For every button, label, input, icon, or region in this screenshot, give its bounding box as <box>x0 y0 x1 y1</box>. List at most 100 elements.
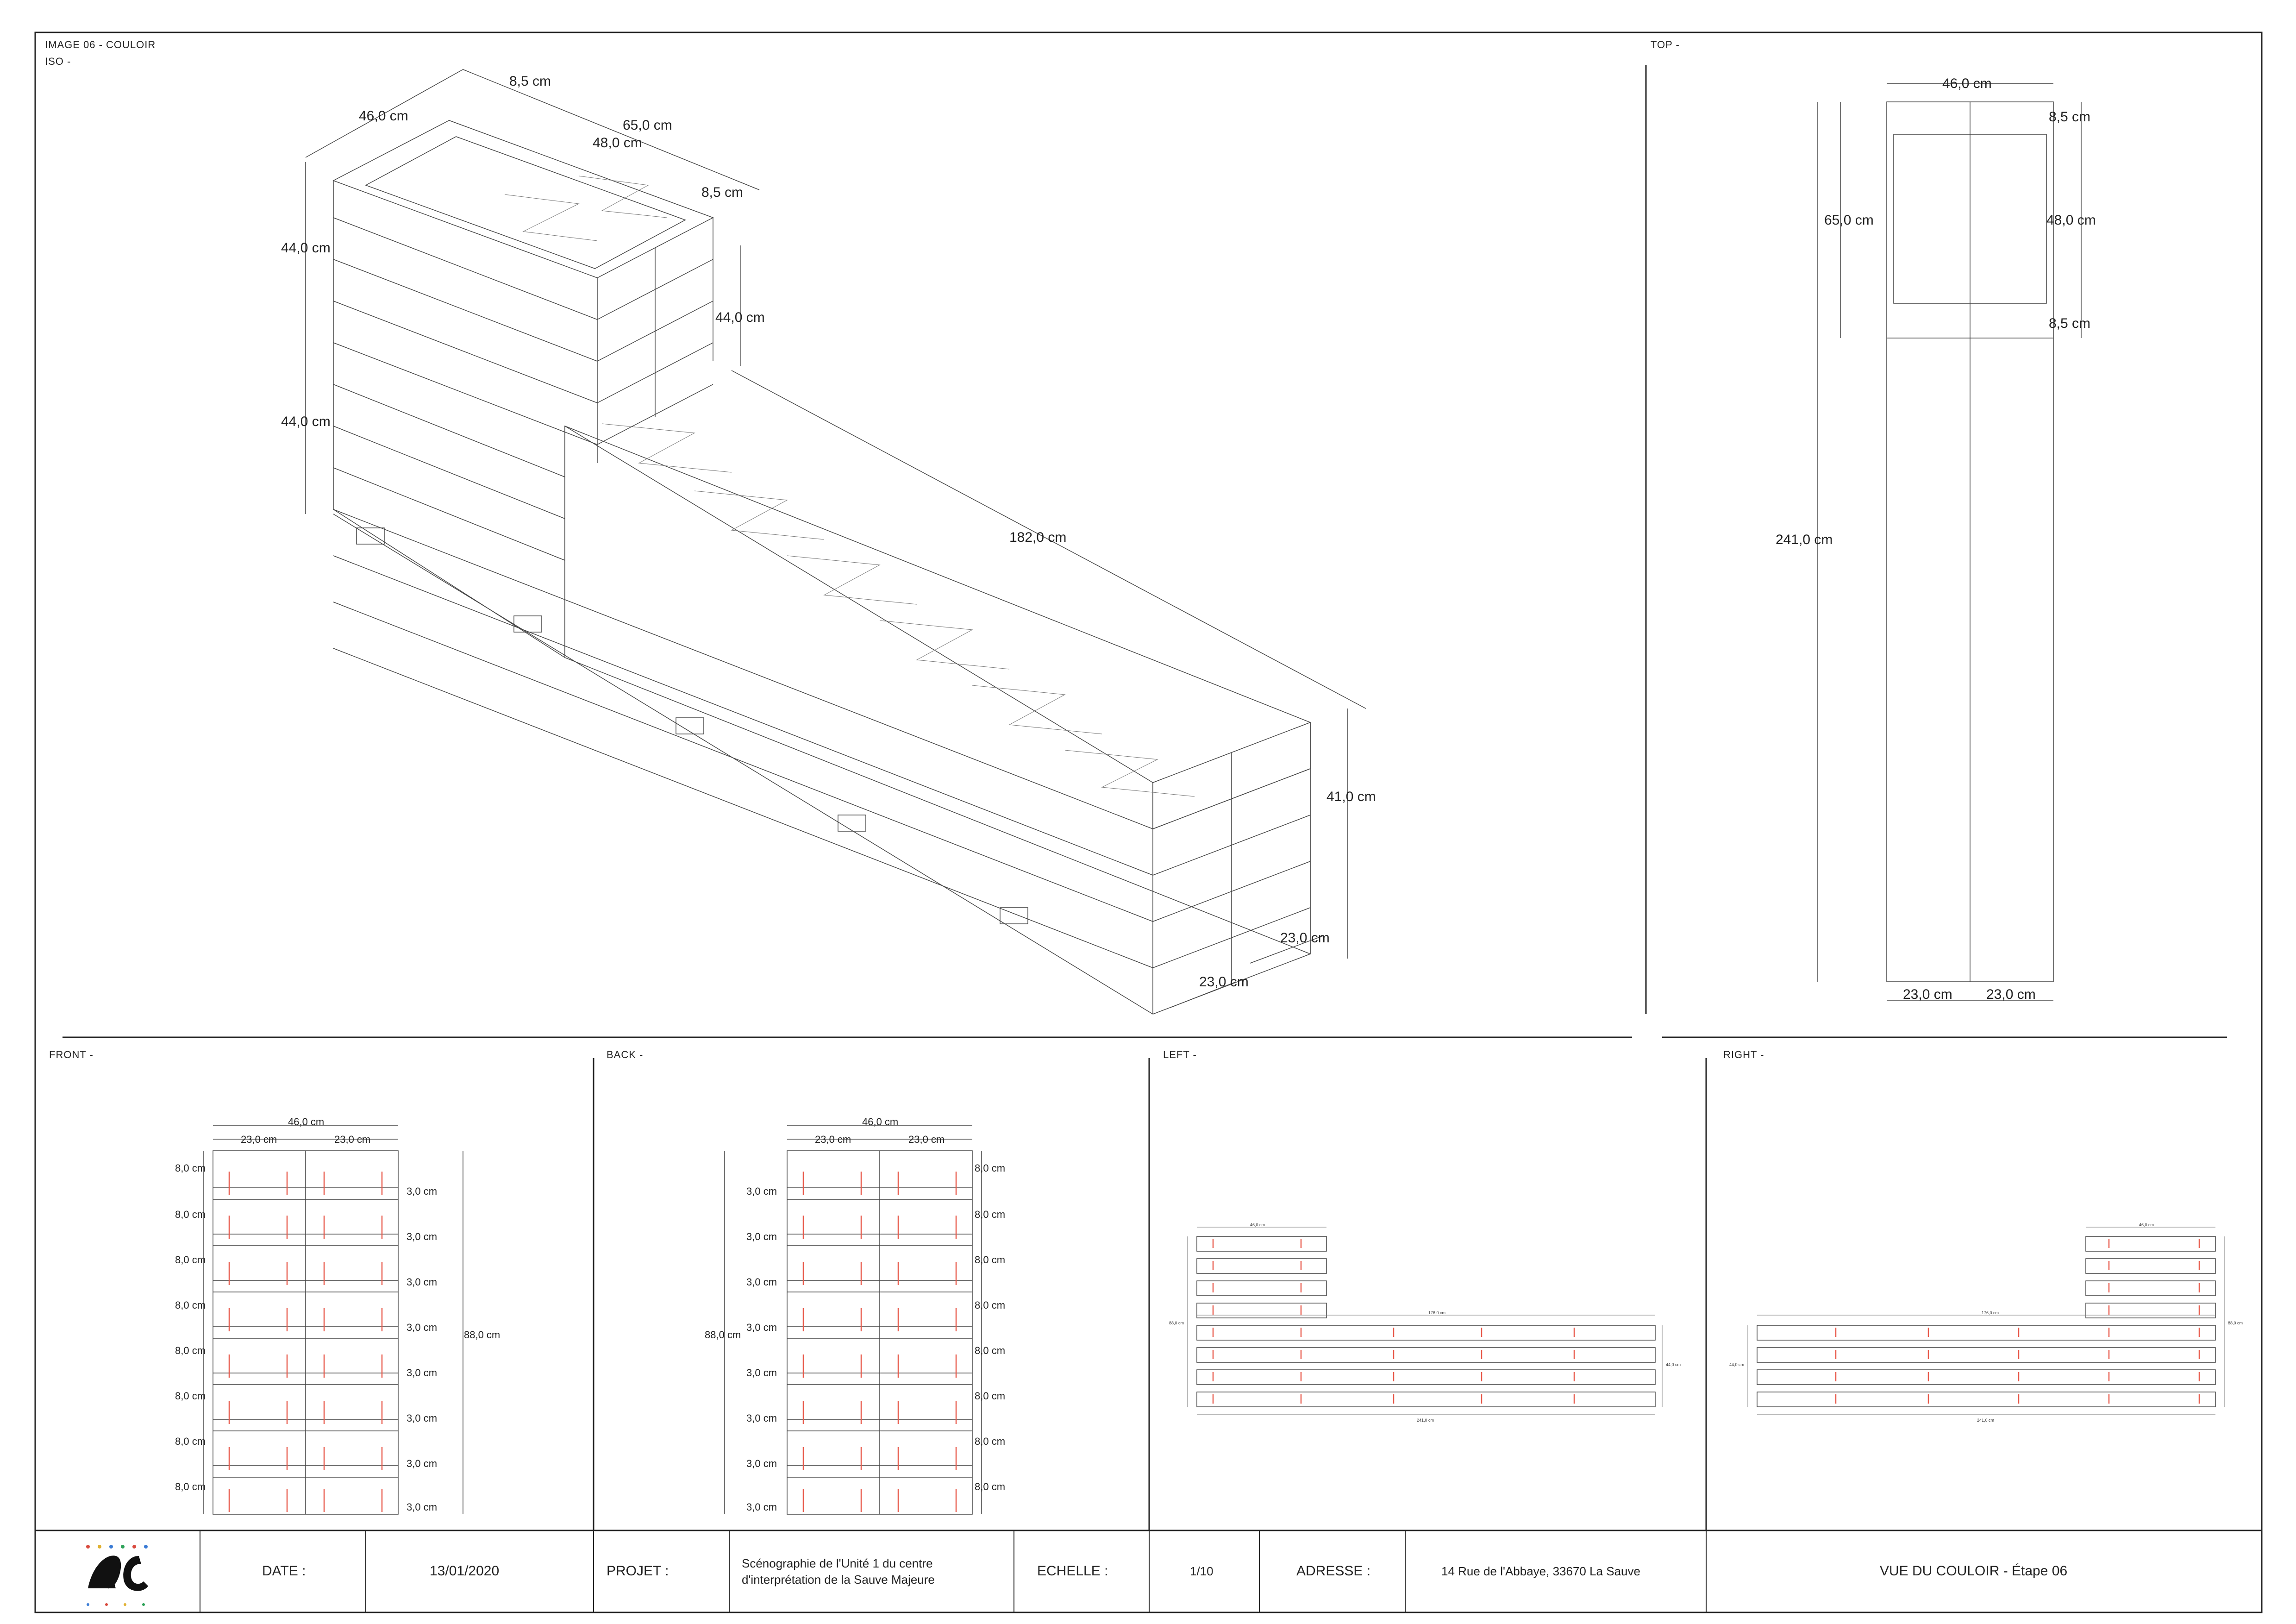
back-dim-gap-5: 3,0 cm <box>746 1367 777 1379</box>
image-title: IMAGE 06 - COULOIR <box>45 39 156 50</box>
iso-dim-width-23-a: 23,0 cm <box>1280 930 1330 946</box>
back-dim-gap-3: 3,0 cm <box>746 1276 777 1288</box>
iso-dim-height-44-a: 44,0 cm <box>281 240 331 256</box>
left-dim-bench-length: 176,0 cm <box>1428 1310 1445 1315</box>
back-dim-row-1: 8,0 cm <box>975 1162 1005 1174</box>
front-dim-row-5: 8,0 cm <box>175 1345 206 1356</box>
iso-view: 46,0 cm 8,5 cm 65,0 cm 48,0 cm 8,5 cm 44… <box>281 69 1376 1015</box>
front-view: 46,0 cm 23,0 cm 23,0 cm 88,0 cm 8,0 cm 8… <box>175 1116 500 1515</box>
back-dim-gap-2: 3,0 cm <box>746 1231 777 1242</box>
front-dim-gap-7: 3,0 cm <box>407 1458 437 1469</box>
project-line-2: d'interprétation de la Sauve Majeure <box>742 1573 935 1586</box>
back-dim-gap-7: 3,0 cm <box>746 1458 777 1469</box>
back-screws <box>802 1172 957 1512</box>
left-view-label: LEFT - <box>1163 1049 1197 1060</box>
front-dim-row-1: 8,0 cm <box>175 1162 206 1174</box>
iso-dim-length-182: 182,0 cm <box>1009 530 1066 545</box>
right-view-label: RIGHT - <box>1723 1049 1764 1060</box>
front-dim-gap-8: 3,0 cm <box>407 1501 437 1513</box>
back-dim-row-6: 8,0 cm <box>975 1390 1005 1402</box>
top-dim-width-23-b: 23,0 cm <box>1986 987 2036 1002</box>
back-dim-gap-8: 3,0 cm <box>746 1501 777 1513</box>
title-block: DATE : 13/01/2020 PROJET : Scénographie … <box>35 1530 2262 1612</box>
left-dim-height-44: 44,0 cm <box>1666 1362 1681 1367</box>
back-dim-width-23-a: 23,0 cm <box>815 1134 851 1145</box>
top-dim-length-65: 65,0 cm <box>1824 213 1874 228</box>
top-view: 46,0 cm 8,5 cm 65,0 cm 48,0 cm 8,5 cm 24… <box>1776 76 2096 1002</box>
front-dim-row-8: 8,0 cm <box>175 1481 206 1492</box>
back-dim-row-2: 8,0 cm <box>975 1209 1005 1220</box>
iso-dim-edge-8-5-top: 8,5 cm <box>509 74 551 89</box>
iso-dimensions: 46,0 cm 8,5 cm 65,0 cm 48,0 cm 8,5 cm 44… <box>281 69 1376 1008</box>
front-dim-gap-3: 3,0 cm <box>407 1276 437 1288</box>
scale-label: ECHELLE : <box>1037 1563 1108 1579</box>
iso-dim-height-44-b: 44,0 cm <box>281 414 331 429</box>
iso-dim-edge-8-5-side: 8,5 cm <box>701 185 743 200</box>
back-dim-row-8: 8,0 cm <box>975 1481 1005 1492</box>
back-dim-width-23-b: 23,0 cm <box>908 1134 945 1145</box>
iso-dim-inner-48: 48,0 cm <box>593 135 642 150</box>
studio-logo <box>86 1545 148 1606</box>
left-dim-height-88: 88,0 cm <box>1169 1321 1184 1325</box>
top-planter-box <box>1893 134 2047 304</box>
back-dim-row-7: 8,0 cm <box>975 1436 1005 1447</box>
front-dim-gap-6: 3,0 cm <box>407 1412 437 1424</box>
right-dim-height-88: 88,0 cm <box>2228 1321 2243 1325</box>
front-dim-gap-1: 3,0 cm <box>407 1185 437 1197</box>
sheet-title: VUE DU COULOIR - Étape 06 <box>1880 1563 2067 1579</box>
left-dim-tower-width: 46,0 cm <box>1250 1223 1265 1227</box>
top-dim-width-46: 46,0 cm <box>1942 76 1992 91</box>
back-dim-row-3: 8,0 cm <box>975 1254 1005 1266</box>
right-dim-height-44: 44,0 cm <box>1729 1362 1744 1367</box>
front-dim-width-46: 46,0 cm <box>288 1116 324 1128</box>
back-dim-gap-6: 3,0 cm <box>746 1412 777 1424</box>
iso-dim-length-65: 65,0 cm <box>623 118 672 133</box>
project-line-1: Scénographie de l'Unité 1 du centre <box>742 1556 933 1570</box>
front-dim-gap-5: 3,0 cm <box>407 1367 437 1379</box>
address-value: 14 Rue de l'Abbaye, 33670 La Sauve <box>1441 1564 1640 1578</box>
iso-bench <box>333 423 1311 1015</box>
back-view: 46,0 cm 23,0 cm 23,0 cm 88,0 cm 8,0 cm 8… <box>705 1116 1005 1515</box>
iso-dim-height-41: 41,0 cm <box>1326 789 1376 804</box>
project-label: PROJET : <box>607 1563 669 1579</box>
address-label: ADRESSE : <box>1296 1563 1370 1579</box>
front-dim-row-7: 8,0 cm <box>175 1436 206 1447</box>
back-view-label: BACK - <box>607 1049 643 1060</box>
sheet-border <box>34 31 2263 1613</box>
front-screws <box>228 1172 383 1512</box>
left-view: 46,0 cm 176,0 cm 88,0 cm 44,0 cm 241,0 c… <box>1169 1223 1681 1423</box>
top-dim-edge-8-5-bottom: 8,5 cm <box>2049 316 2090 331</box>
back-dim-row-4: 8,0 cm <box>975 1299 1005 1311</box>
front-dim-row-4: 8,0 cm <box>175 1299 206 1311</box>
date-label: DATE : <box>262 1563 306 1579</box>
scale-value: 1/10 <box>1190 1564 1214 1578</box>
front-dim-width-23-b: 23,0 cm <box>334 1134 370 1145</box>
back-dim-gap-4: 3,0 cm <box>746 1322 777 1333</box>
front-dim-row-3: 8,0 cm <box>175 1254 206 1266</box>
back-dim-row-5: 8,0 cm <box>975 1345 1005 1356</box>
right-view: 46,0 cm 176,0 cm 88,0 cm 44,0 cm 241,0 c… <box>1729 1223 2243 1423</box>
iso-tower <box>332 120 714 658</box>
top-dim-width-23-a: 23,0 cm <box>1903 987 1952 1002</box>
front-dim-height-88: 88,0 cm <box>464 1329 500 1341</box>
right-dim-bench-length: 176,0 cm <box>1982 1310 1999 1315</box>
front-view-label: FRONT - <box>49 1049 94 1060</box>
top-dim-length-241: 241,0 cm <box>1776 532 1833 547</box>
right-dim-tower-width: 46,0 cm <box>2139 1223 2154 1227</box>
iso-dim-height-44-c: 44,0 cm <box>715 310 765 325</box>
front-dim-row-6: 8,0 cm <box>175 1390 206 1402</box>
front-dim-gap-4: 3,0 cm <box>407 1322 437 1333</box>
front-dim-row-2: 8,0 cm <box>175 1209 206 1220</box>
iso-view-label: ISO - <box>45 56 71 67</box>
top-dim-inner-48: 48,0 cm <box>2046 213 2096 228</box>
left-dim-total-241: 241,0 cm <box>1417 1418 1434 1423</box>
back-dim-height-88: 88,0 cm <box>705 1329 741 1341</box>
top-dim-edge-8-5-top: 8,5 cm <box>2049 109 2090 125</box>
right-dim-total-241: 241,0 cm <box>1977 1418 1994 1423</box>
front-dim-width-23-a: 23,0 cm <box>241 1134 277 1145</box>
back-dim-width-46: 46,0 cm <box>862 1116 898 1128</box>
back-dim-gap-1: 3,0 cm <box>746 1185 777 1197</box>
date-value: 13/01/2020 <box>430 1563 499 1579</box>
iso-dim-width-23-b: 23,0 cm <box>1199 974 1249 990</box>
front-dim-gap-2: 3,0 cm <box>407 1231 437 1242</box>
